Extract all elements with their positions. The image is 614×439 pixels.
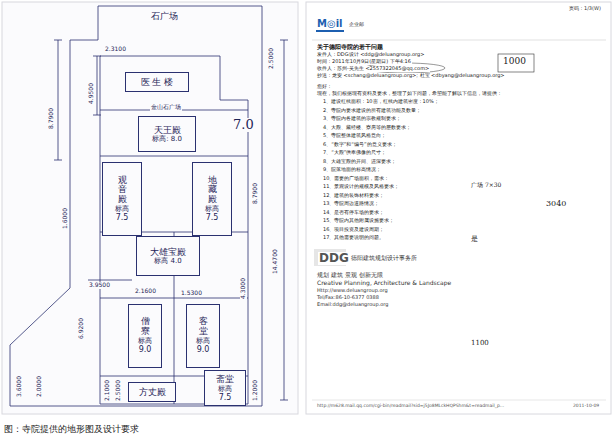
room-name: 斋堂 (216, 374, 234, 384)
dimension: 8.7900 (48, 107, 55, 130)
elevation-note: 9.0 (139, 345, 152, 354)
site-plan-lines (10, 6, 288, 406)
room-box: 观音殿标高7.5 (102, 162, 142, 236)
room-name: 医 生 楼 (141, 77, 174, 87)
room-box: 斋堂标高7.5 (204, 370, 246, 406)
room-box: 医 生 楼 (125, 72, 189, 92)
room-name: 天王殿 (154, 125, 181, 135)
email-text: 5、寺院整体建筑风格意向； (322, 133, 387, 139)
elevation-note: 标高 (196, 337, 210, 345)
email-text: 页码：1/3(W) (568, 6, 602, 12)
figure-caption: 图：寺院提供的地形图及设计要求 (4, 423, 139, 436)
handwritten-note: 1000 (502, 57, 527, 67)
dimension: 3.9500 (88, 282, 111, 289)
room-name: 观音殿 (118, 176, 127, 206)
email-text: 7、“大殿”供奉佛像的尺寸； (322, 150, 387, 156)
email-text: 1、建设红线面积：10亩，红线内建筑密度：10%； (322, 99, 440, 105)
email-text: 3、寺院内各建筑的宗教规制要求； (322, 116, 402, 122)
email-text: 10、需要的广场面积，需求： (322, 176, 390, 182)
email-text: 发件人：DDG设计 <ddg@deluangroup.org> (316, 52, 425, 58)
letterhead-text: Http://www.deluangroup.org (316, 288, 389, 294)
elevation-note: 标高 4.0 (154, 257, 181, 265)
area-name: 石广场 (150, 12, 179, 22)
handwritten-note: 是 (470, 236, 479, 244)
email-text: 14、是否有停车场的要求； (322, 210, 385, 216)
email-text: 收件人：苏州-吴先生 <2557322045@qq.com> (316, 66, 430, 72)
letterhead-text: 规划 建筑 景观 创新无限 (316, 272, 384, 279)
footer-text: http://m628.mail.qq.com/cgi-bin/readmail… (316, 404, 505, 409)
letterhead-text: Tel/Fax:86-10-6377 0388 (316, 295, 380, 301)
dimension: 2.5000 (115, 379, 122, 402)
dimension: 2.1000 (104, 379, 111, 402)
dimension: 2.5000 (268, 47, 275, 70)
elevation-note: 9.0 (197, 345, 210, 354)
email-sheet (306, 2, 611, 414)
email-text: 17、其他需要说明的问题。 (322, 235, 385, 241)
elevation-note: 7.5 (116, 213, 129, 222)
email-text: 您好： (316, 84, 333, 90)
dimension: 14.4700 (272, 248, 279, 275)
letterhead-text: 德阳建筑规划设计事务所 (350, 255, 418, 262)
email-text: 13、寺院周边道路情况； (322, 201, 380, 207)
dimension: 1.6000 (62, 207, 69, 230)
email-text: 12、建筑的装饰材料要求； (322, 193, 385, 199)
email-text: 11、景观设计的规模及风格要求； (322, 184, 400, 190)
room-box: 大雄宝殿标高 4.0 (136, 236, 200, 276)
room-box: 客堂标高9.0 (186, 304, 220, 368)
letterhead-text: Email:ddg@deluangroup.org (316, 302, 389, 308)
email-text: 6、“数字”和“编号”的意义要求； (322, 142, 398, 148)
email-text: 关于德阳寺院的若干问题 (316, 44, 384, 51)
handwritten-note: 1100 (470, 340, 490, 348)
email-text: 8、大雄宝殿的开间、进深要求； (322, 159, 397, 165)
room-box: 僧寮标高9.0 (128, 304, 162, 368)
room-name: 客堂 (199, 317, 208, 337)
email-text: 9、院落地面的标高情况； (322, 167, 382, 173)
dimension: 8.7900 (252, 182, 259, 205)
room-name: 地藏殿 (208, 176, 217, 206)
elevation-note: 7.0 (232, 118, 255, 132)
dimension: 2.0000 (36, 375, 43, 398)
email-text: 现在，我们根据现有资料及要求，整理了如下问题，希望能了解以下信息，请提供： (316, 91, 503, 97)
dimension: 1.2000 (252, 379, 259, 402)
email-text: 抄送：龙安 <schang@deluangroup.org>; 杜宝 <dbya… (316, 73, 506, 79)
area-name: 金山石广场 (150, 104, 182, 111)
dimension: 3.6000 (16, 375, 23, 398)
dimension: 6.9200 (78, 317, 85, 340)
email-text: 15、寺院内其他附属设施要求； (322, 218, 395, 224)
dimension: 2.1600 (134, 288, 157, 295)
room-box: 地藏殿标高7.5 (192, 162, 232, 236)
room-name: 僧寮 (141, 317, 150, 337)
dimension: 4.3000 (240, 277, 247, 300)
handwritten-note: 广场 7×30 (470, 182, 502, 189)
letterhead-text: Creative Planning, Architecture & Landsc… (316, 280, 452, 287)
email-text: 16、项目投资及建设周期； (322, 227, 385, 233)
dimension: 2.3100 (104, 46, 127, 53)
elevation-note: 标高 (218, 385, 232, 393)
email-text: 时间：2011年10月9日(星期日) 下午4:16 (316, 59, 412, 65)
footer-text: 2011-10-09 (572, 404, 600, 409)
email-text: 4、大殿、藏经楼、寮房等的层数要求； (322, 125, 412, 131)
email-decoration (312, 30, 606, 400)
elevation-note: 标高 (205, 205, 219, 213)
elevation-note: 标高 (115, 205, 129, 213)
room-box: 方丈殿 (128, 382, 176, 402)
elevation-note: 标高: 8.0 (152, 135, 182, 143)
letterhead-text: DDG (318, 252, 350, 265)
handwritten-note: 3040 (545, 200, 567, 209)
room-name: 方丈殿 (139, 387, 166, 397)
dimension: 4.9500 (88, 82, 95, 105)
elevation-note: 7.5 (206, 213, 219, 222)
email-text: 2、寺院内要求建设的所有建筑功能及数量； (322, 108, 422, 114)
room-box: 天王殿标高: 8.0 (138, 116, 196, 152)
email-text: 企业邮 (348, 22, 365, 28)
email-text: M◎il (316, 18, 344, 29)
elevation-note: 7.5 (219, 393, 232, 402)
room-name: 大雄宝殿 (150, 247, 186, 257)
elevation-note: 标高 (138, 337, 152, 345)
plan-sheet (2, 2, 298, 414)
dimension: 1.5300 (180, 290, 203, 297)
